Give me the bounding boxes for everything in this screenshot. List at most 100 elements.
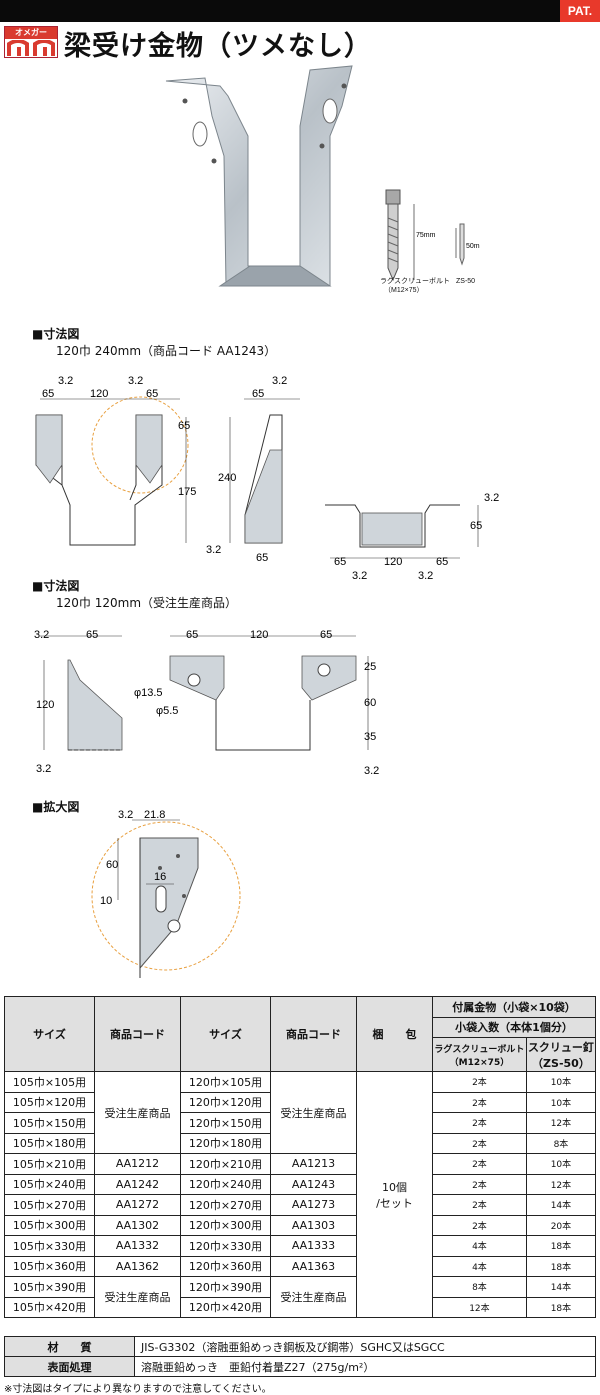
col-size-1: サイズ	[4, 996, 95, 1072]
dim-label: φ5.5	[156, 705, 178, 717]
dim-label: 120	[250, 629, 268, 641]
lag-count-cell: 2本	[432, 1173, 527, 1195]
dim-label: 3.2	[118, 809, 133, 821]
screw-count-cell: 10本	[525, 1071, 597, 1093]
lag-count-cell: 4本	[432, 1235, 527, 1257]
code-cell: AA1212	[94, 1153, 181, 1175]
section1-title: ■寸法図	[32, 327, 80, 341]
pat-badge: PAT.	[560, 0, 600, 22]
dim-label: 120	[384, 556, 402, 568]
size-cell: 120巾×105用	[180, 1071, 271, 1093]
code-cell: AA1302	[94, 1214, 181, 1236]
product-photo	[165, 65, 353, 287]
screw-name: ZS-50	[456, 278, 476, 285]
dim-label: 120	[90, 388, 108, 400]
footnote: ※寸法図はタイプにより異なりますので注意してください。	[4, 1384, 272, 1395]
size-cell: 105巾×270用	[4, 1194, 95, 1216]
dim-label: 60	[106, 859, 118, 871]
lag-screw-bolt-image: 75mm 50mm	[385, 189, 480, 282]
dim-label: 3.2	[364, 765, 379, 777]
screw-count-cell: 12本	[525, 1173, 597, 1195]
lag-count-cell: 4本	[432, 1255, 527, 1277]
dim-label: 65	[146, 388, 158, 400]
screw-count-cell: 12本	[525, 1112, 597, 1134]
lag-count-cell: 2本	[432, 1194, 527, 1216]
size-cell: 105巾×300用	[4, 1214, 95, 1236]
code-cell: AA1363	[270, 1255, 357, 1277]
brand-logo-text: オメガー	[5, 27, 57, 39]
dim-label: 65	[256, 552, 268, 564]
dim-label: 10	[100, 895, 112, 907]
dim-label: 35	[364, 731, 376, 743]
top-bar	[0, 0, 600, 22]
dimension-drawing-1: 3.2 3.2 3.2 65 120 65 65 65 175 240 3.2 …	[35, 375, 499, 582]
screw-count-cell: 14本	[525, 1276, 597, 1298]
size-cell: 120巾×150用	[180, 1112, 271, 1134]
code-cell: AA1272	[94, 1194, 181, 1216]
size-cell: 120巾×330用	[180, 1235, 271, 1257]
bolt-length-label: 75mm	[416, 232, 436, 239]
col-size-2: サイズ	[180, 996, 271, 1072]
screw-count-cell: 10本	[525, 1091, 597, 1113]
code-cell: 受注生産商品	[94, 1276, 181, 1318]
lag-count-cell: 2本	[432, 1112, 527, 1134]
size-cell: 120巾×120用	[180, 1091, 271, 1113]
section2-subtitle: 120巾 120mm（受注生産商品）	[56, 596, 238, 610]
size-cell: 120巾×240用	[180, 1173, 271, 1195]
code-cell: AA1362	[94, 1255, 181, 1277]
code-cell: 受注生産商品	[270, 1071, 357, 1154]
lag-count-cell: 12本	[432, 1296, 527, 1318]
screw-count-cell: 18本	[525, 1235, 597, 1257]
dim-label: 65	[42, 388, 54, 400]
size-cell: 120巾×270用	[180, 1194, 271, 1216]
col-accessories: 付属金物（小袋×10袋）	[432, 996, 596, 1018]
screw-count-cell: 18本	[525, 1296, 597, 1318]
dim-label: 25	[364, 661, 376, 673]
dim-label: 16	[154, 871, 166, 883]
col-screw-nail: スクリュー釘（ZS-50）	[525, 1037, 597, 1072]
dimension-drawing-2: 3.2 65 120 3.2 65 120 65 φ13.5 φ5.5 25 6…	[34, 629, 379, 777]
size-cell: 105巾×105用	[4, 1071, 95, 1093]
code-cell: AA1243	[270, 1173, 357, 1195]
lag-count-cell: 2本	[432, 1153, 527, 1175]
brand-logo-mark	[7, 40, 55, 56]
packing-cell: 10個 /セット	[356, 1071, 433, 1318]
code-cell: AA1332	[94, 1235, 181, 1257]
dim-label: 3.2	[36, 763, 51, 775]
dim-label: 3.2	[352, 570, 367, 582]
size-cell: 105巾×390用	[4, 1276, 95, 1298]
col-packing: 梱 包	[356, 996, 433, 1072]
col-lag-bolt: ラグスクリューボルト（M12×75）	[432, 1037, 527, 1072]
dim-label: 65	[334, 556, 346, 568]
size-cell: 105巾×360用	[4, 1255, 95, 1277]
material-table: 材 質 JIS-G3302（溶融亜鉛めっき鋼板及び鋼帯）SGHC又はSGCC 表…	[4, 1336, 596, 1377]
section3-title: ■拡大図	[32, 800, 80, 814]
dim-label: 3.2	[128, 375, 143, 387]
dim-label: 65	[320, 629, 332, 641]
size-cell: 120巾×420用	[180, 1296, 271, 1318]
dim-label: 3.2	[418, 570, 433, 582]
spec-table: サイズ 商品コード サイズ 商品コード 梱 包 付属金物（小袋×10袋） 小袋入…	[4, 996, 597, 1318]
enlarged-drawing: 3.2 21.8 60 16 10	[91, 809, 241, 978]
size-cell: 105巾×210用	[4, 1153, 95, 1175]
dim-label: 21.8	[144, 809, 165, 821]
lag-count-cell: 2本	[432, 1071, 527, 1093]
section1-subtitle: 120巾 240mm（商品コード AA1243）	[56, 344, 277, 358]
code-cell: AA1213	[270, 1153, 357, 1175]
code-cell: AA1273	[270, 1194, 357, 1216]
brand-logo: オメガー	[4, 26, 58, 58]
dim-label: 120	[36, 699, 54, 711]
screw-count-cell: 18本	[525, 1255, 597, 1277]
dim-label: 65	[86, 629, 98, 641]
surface-value: 溶融亜鉛めっき 亜鉛付着量Z27（275g/m²）	[134, 1356, 596, 1377]
size-cell: 105巾×420用	[4, 1296, 95, 1318]
section2-title: ■寸法図	[32, 579, 80, 593]
lag-count-cell: 2本	[432, 1091, 527, 1113]
dim-label: 175	[178, 486, 196, 498]
